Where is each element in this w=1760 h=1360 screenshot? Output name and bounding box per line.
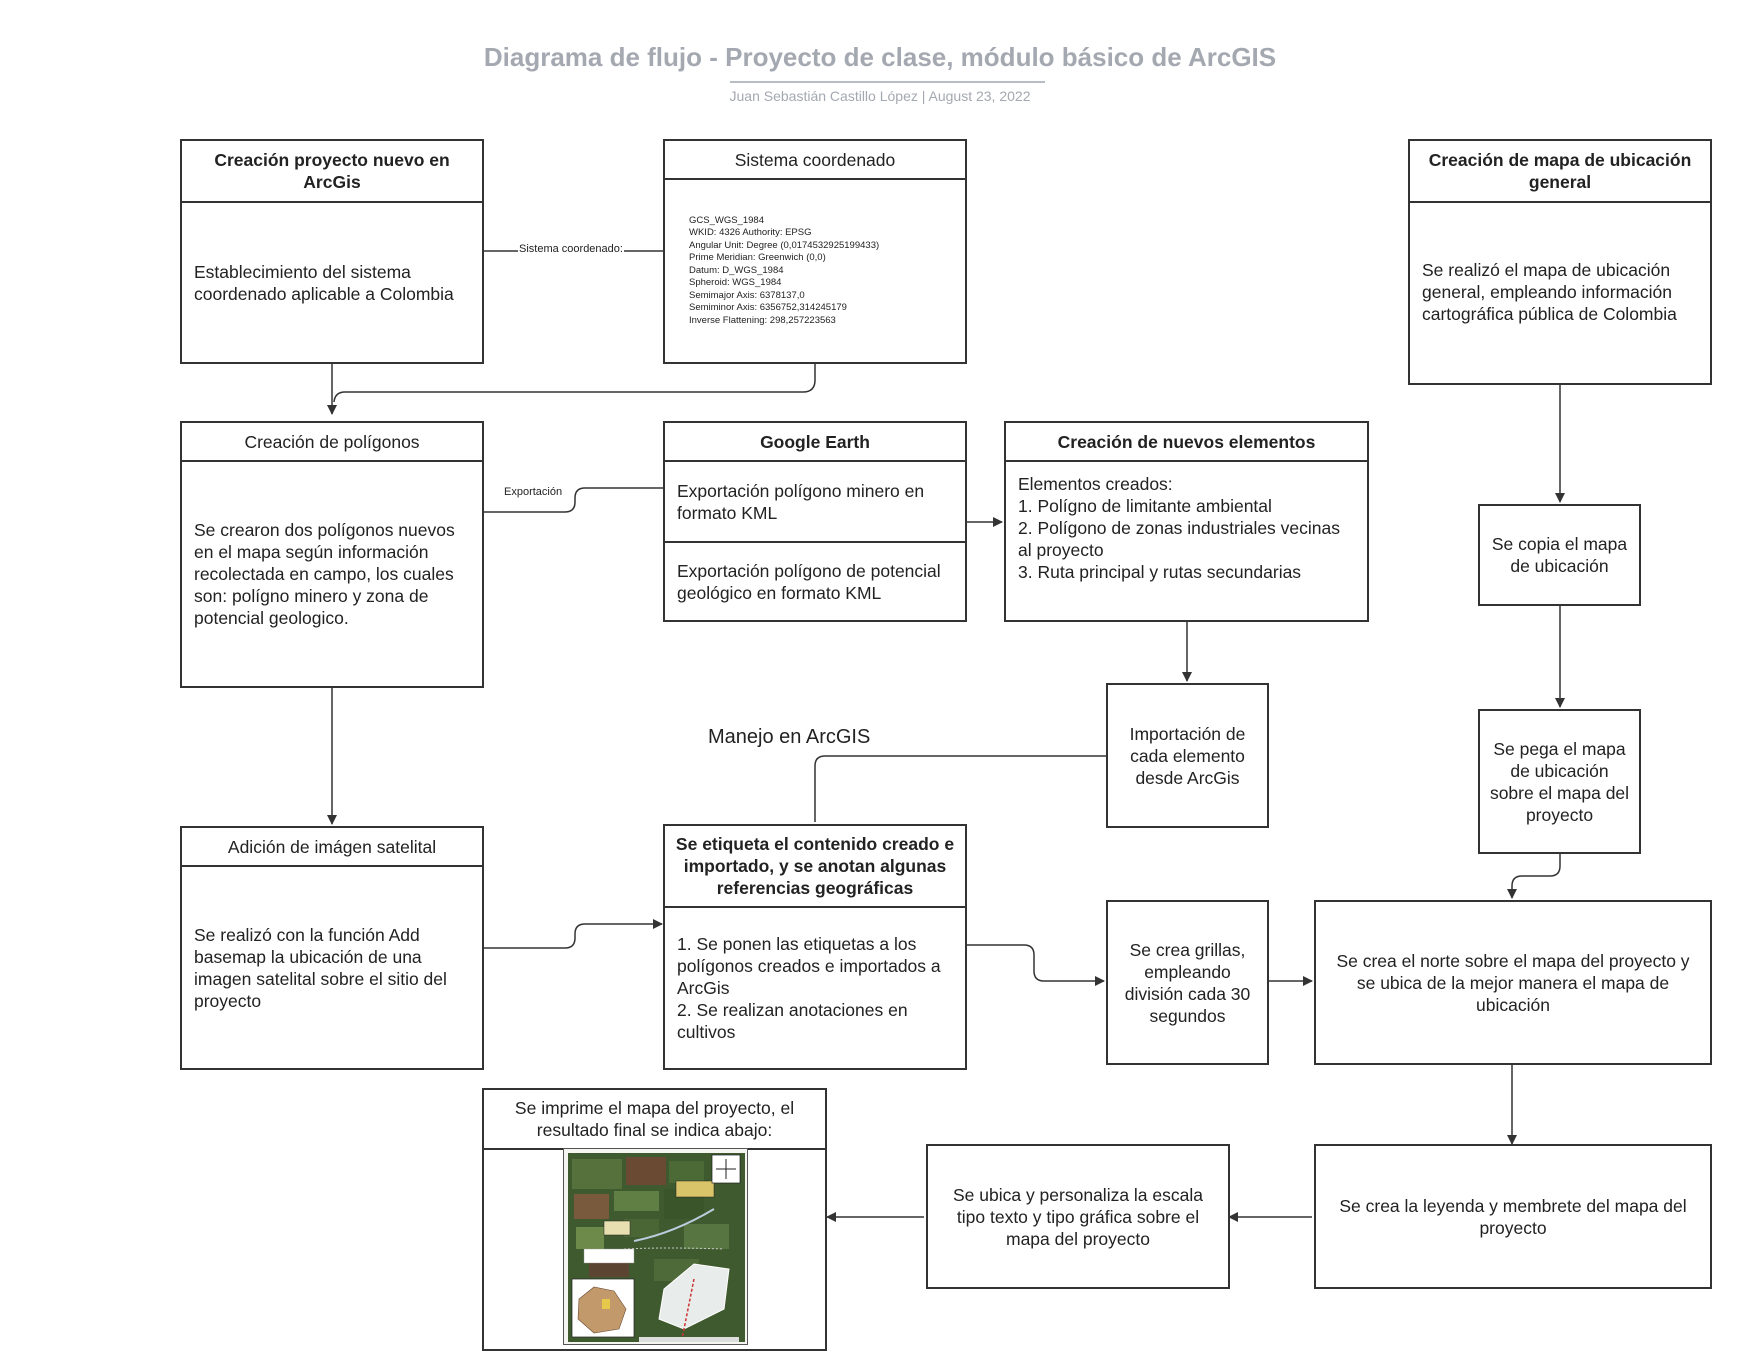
node-pega-mapa[interactable]: Se pega el mapa de ubicación sobre el ma… bbox=[1478, 709, 1641, 854]
node-leyenda-body: Se crea la leyenda y membrete del mapa d… bbox=[1339, 1195, 1687, 1238]
node-poligonos-title: Creación de polígonos bbox=[182, 423, 482, 462]
node-etiquetas-title: Se etiqueta el contenido creado e import… bbox=[665, 826, 965, 908]
coord-line: Semimajor Axis: 6378137,0 bbox=[689, 289, 805, 301]
edge-satelital-etiquetas bbox=[482, 919, 663, 949]
node-mapa-ubicacion-body: Se realizó el mapa de ubicación general,… bbox=[1422, 260, 1677, 324]
node-norte[interactable]: Se crea el norte sobre el mapa del proye… bbox=[1314, 900, 1712, 1065]
node-importacion-body: Importación de cada elemento desde ArcGi… bbox=[1129, 723, 1246, 788]
node-grillas-body: Se crea grillas, empleando división cada… bbox=[1124, 939, 1251, 1026]
edge-etiquetas-grillas bbox=[966, 944, 1105, 986]
node-mapa-ubicacion[interactable]: Creación de mapa de ubicación general Se… bbox=[1408, 139, 1712, 385]
node-poligonos[interactable]: Creación de polígonos Se crearon dos pol… bbox=[180, 421, 484, 688]
node-imprime-title: Se imprime el mapa del proyecto, el resu… bbox=[484, 1090, 825, 1150]
node-creacion-proyecto[interactable]: Creación proyecto nuevo en ArcGis Establ… bbox=[180, 139, 484, 364]
coord-line: GCS_WGS_1984 bbox=[689, 214, 764, 226]
node-creacion-proyecto-title: Creación proyecto nuevo en ArcGis bbox=[182, 141, 482, 203]
node-leyenda[interactable]: Se crea la leyenda y membrete del mapa d… bbox=[1314, 1144, 1712, 1289]
edge-importacion-etiquetas bbox=[814, 755, 1107, 822]
node-google-earth-item2: Exportación polígono de potencial geológ… bbox=[665, 541, 965, 620]
node-copia-mapa[interactable]: Se copia el mapa de ubicación bbox=[1478, 504, 1641, 606]
coord-line: WKID: 4326 Authority: EPSG bbox=[689, 227, 812, 239]
node-imagen-satelital-body: Se realizó con la función Add basemap la… bbox=[194, 924, 447, 1011]
node-sistema-coordenado[interactable]: Sistema coordenado GCS_WGS_1984 WKID: 43… bbox=[663, 139, 967, 364]
node-copia-mapa-body: Se copia el mapa de ubicación bbox=[1491, 534, 1628, 576]
edge-pega-norte bbox=[1507, 852, 1561, 899]
node-etiquetas[interactable]: Se etiqueta el contenido creado e import… bbox=[663, 824, 967, 1070]
project-map-image bbox=[563, 1148, 748, 1345]
coord-line: Semiminor Axis: 6356752,314245179 bbox=[689, 302, 847, 314]
node-pega-mapa-body: Se pega el mapa de ubicación sobre el ma… bbox=[1489, 738, 1630, 825]
node-google-earth[interactable]: Google Earth Exportación polígono minero… bbox=[663, 421, 967, 622]
node-grillas[interactable]: Se crea grillas, empleando división cada… bbox=[1106, 900, 1269, 1065]
node-google-earth-title: Google Earth bbox=[665, 423, 965, 462]
edge-label-exportacion: Exportación bbox=[503, 486, 564, 498]
node-google-earth-item1: Exportación polígono minero en formato K… bbox=[677, 480, 925, 523]
node-nuevos-elementos[interactable]: Creación de nuevos elementos Elementos c… bbox=[1004, 421, 1369, 622]
node-escala[interactable]: Se ubica y personaliza la escala tipo te… bbox=[926, 1144, 1230, 1289]
manejo-label: Manejo en ArcGIS bbox=[708, 726, 871, 748]
node-etiquetas-body: 1. Se ponen las etiquetas a los polígono… bbox=[677, 934, 941, 1042]
coord-line: Spheroid: WGS_1984 bbox=[689, 277, 782, 289]
node-mapa-ubicacion-title: Creación de mapa de ubicación general bbox=[1410, 141, 1710, 203]
title-underline bbox=[730, 81, 1045, 83]
edge-poligonos-googleearth bbox=[482, 487, 663, 513]
node-escala-body: Se ubica y personaliza la escala tipo te… bbox=[952, 1184, 1203, 1249]
page-title: Diagrama de flujo - Proyecto de clase, m… bbox=[483, 42, 1277, 72]
coordinate-details: GCS_WGS_1984 WKID: 4326 Authority: EPSG … bbox=[677, 215, 891, 328]
node-sistema-coordenado-body: GCS_WGS_1984 WKID: 4326 Authority: EPSG … bbox=[665, 180, 965, 362]
coord-line: Datum: D_WGS_1984 bbox=[689, 264, 784, 276]
edge-sistema-poligonos bbox=[333, 362, 816, 403]
coord-line: Inverse Flattening: 298,257223563 bbox=[689, 314, 836, 326]
page-subtitle: Juan Sebastián Castillo López | August 2… bbox=[729, 88, 1031, 104]
coord-line: Angular Unit: Degree (0,0174532925199433… bbox=[689, 239, 880, 251]
node-sistema-coordenado-title: Sistema coordenado bbox=[665, 141, 965, 180]
node-poligonos-body: Se crearon dos polígonos nuevos en el ma… bbox=[194, 520, 455, 628]
coord-line: Prime Meridian: Greenwich (0,0) bbox=[689, 252, 826, 264]
node-imagen-satelital-title: Adición de imágen satelital bbox=[182, 828, 482, 867]
map-thumbnail bbox=[564, 1149, 747, 1344]
node-norte-body: Se crea el norte sobre el mapa del proye… bbox=[1336, 950, 1690, 1015]
node-nuevos-elementos-title: Creación de nuevos elementos bbox=[1006, 423, 1367, 462]
edge-label-sistema: Sistema coordenado: bbox=[518, 243, 624, 255]
node-importacion[interactable]: Importación de cada elemento desde ArcGi… bbox=[1106, 683, 1269, 828]
node-imagen-satelital[interactable]: Adición de imágen satelital Se realizó c… bbox=[180, 826, 484, 1070]
node-nuevos-elementos-body: Elementos creados: 1. Polígno de limitan… bbox=[1018, 474, 1341, 582]
node-creacion-proyecto-body: Establecimiento del sistema coordenado a… bbox=[194, 261, 454, 304]
